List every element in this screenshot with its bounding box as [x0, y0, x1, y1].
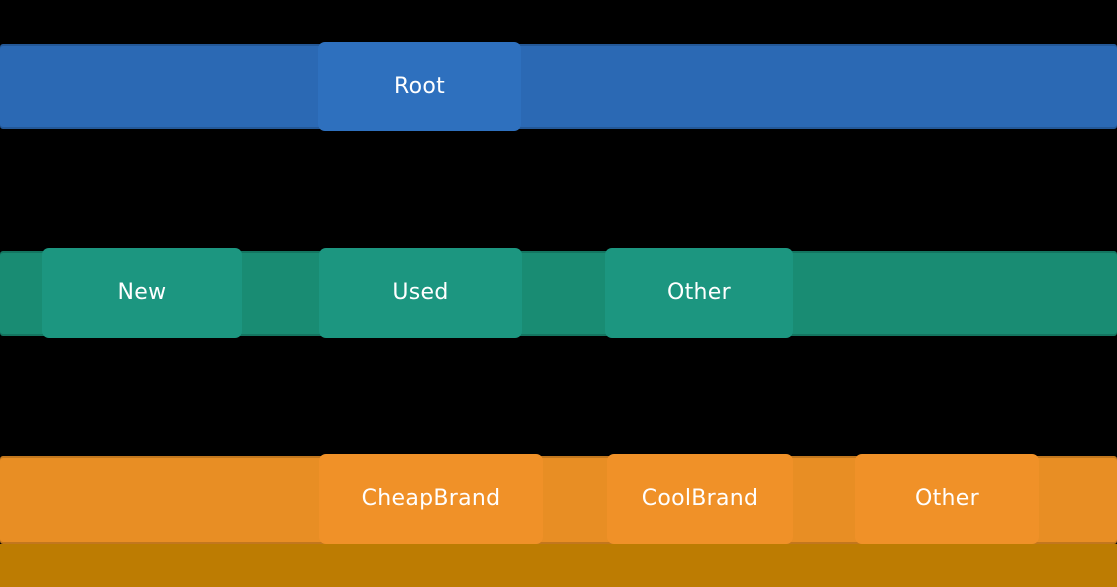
node-cheapbrand[interactable]: CheapBrand	[319, 454, 543, 544]
node-other-condition[interactable]: Other	[605, 248, 793, 338]
node-used-label: Used	[392, 280, 449, 305]
node-coolbrand-label: CoolBrand	[641, 486, 759, 511]
node-root[interactable]: Root	[318, 42, 521, 131]
node-coolbrand[interactable]: CoolBrand	[607, 454, 793, 544]
node-root-label: Root	[393, 73, 446, 99]
node-other-condition-label: Other	[667, 280, 731, 305]
node-cheapbrand-label: CheapBrand	[361, 486, 501, 511]
depth3-truncated-band	[0, 544, 1117, 587]
node-used[interactable]: Used	[319, 248, 522, 338]
node-other-brand[interactable]: Other	[855, 454, 1039, 544]
depth0-band	[0, 44, 1117, 129]
node-new-label: New	[117, 280, 167, 305]
node-other-brand-label: Other	[915, 486, 979, 511]
node-new[interactable]: New	[42, 248, 242, 338]
